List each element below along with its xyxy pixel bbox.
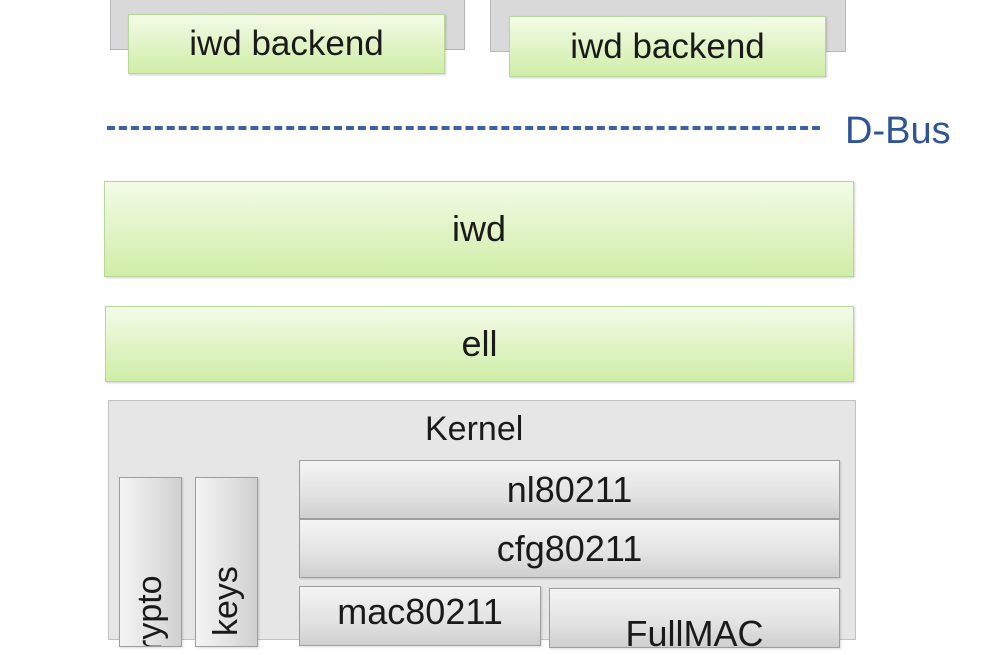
keys-label: keys <box>206 566 245 636</box>
keys-box: keys <box>195 477 258 647</box>
crypto-label: crypto <box>130 575 169 647</box>
mac80211-box: mac80211 <box>299 586 541 646</box>
iwd-backend-box-right: iwd backend <box>509 16 826 77</box>
cfg80211-box: cfg80211 <box>299 519 840 578</box>
iwd-backend-label-right: iwd backend <box>570 26 765 66</box>
dbus-label: D-Bus <box>845 110 951 152</box>
fullmac-label: FullMAC <box>625 613 764 654</box>
ell-layer: ell <box>105 306 854 382</box>
cfg80211-label: cfg80211 <box>496 527 643 569</box>
nl80211-box: nl80211 <box>299 460 840 519</box>
iwd-backend-box-left: iwd backend <box>128 14 445 74</box>
kernel-title: Kernel <box>425 410 524 448</box>
iwd-layer: iwd <box>104 181 854 277</box>
ell-layer-label: ell <box>461 323 498 364</box>
nl80211-label: nl80211 <box>506 468 633 510</box>
dbus-line <box>107 126 820 130</box>
iwd-layer-label: iwd <box>451 208 507 249</box>
crypto-box: crypto <box>119 477 182 647</box>
mac80211-label: mac80211 <box>337 591 503 632</box>
iwd-backend-label-left: iwd backend <box>189 24 384 63</box>
fullmac-box: FullMAC <box>549 588 840 654</box>
